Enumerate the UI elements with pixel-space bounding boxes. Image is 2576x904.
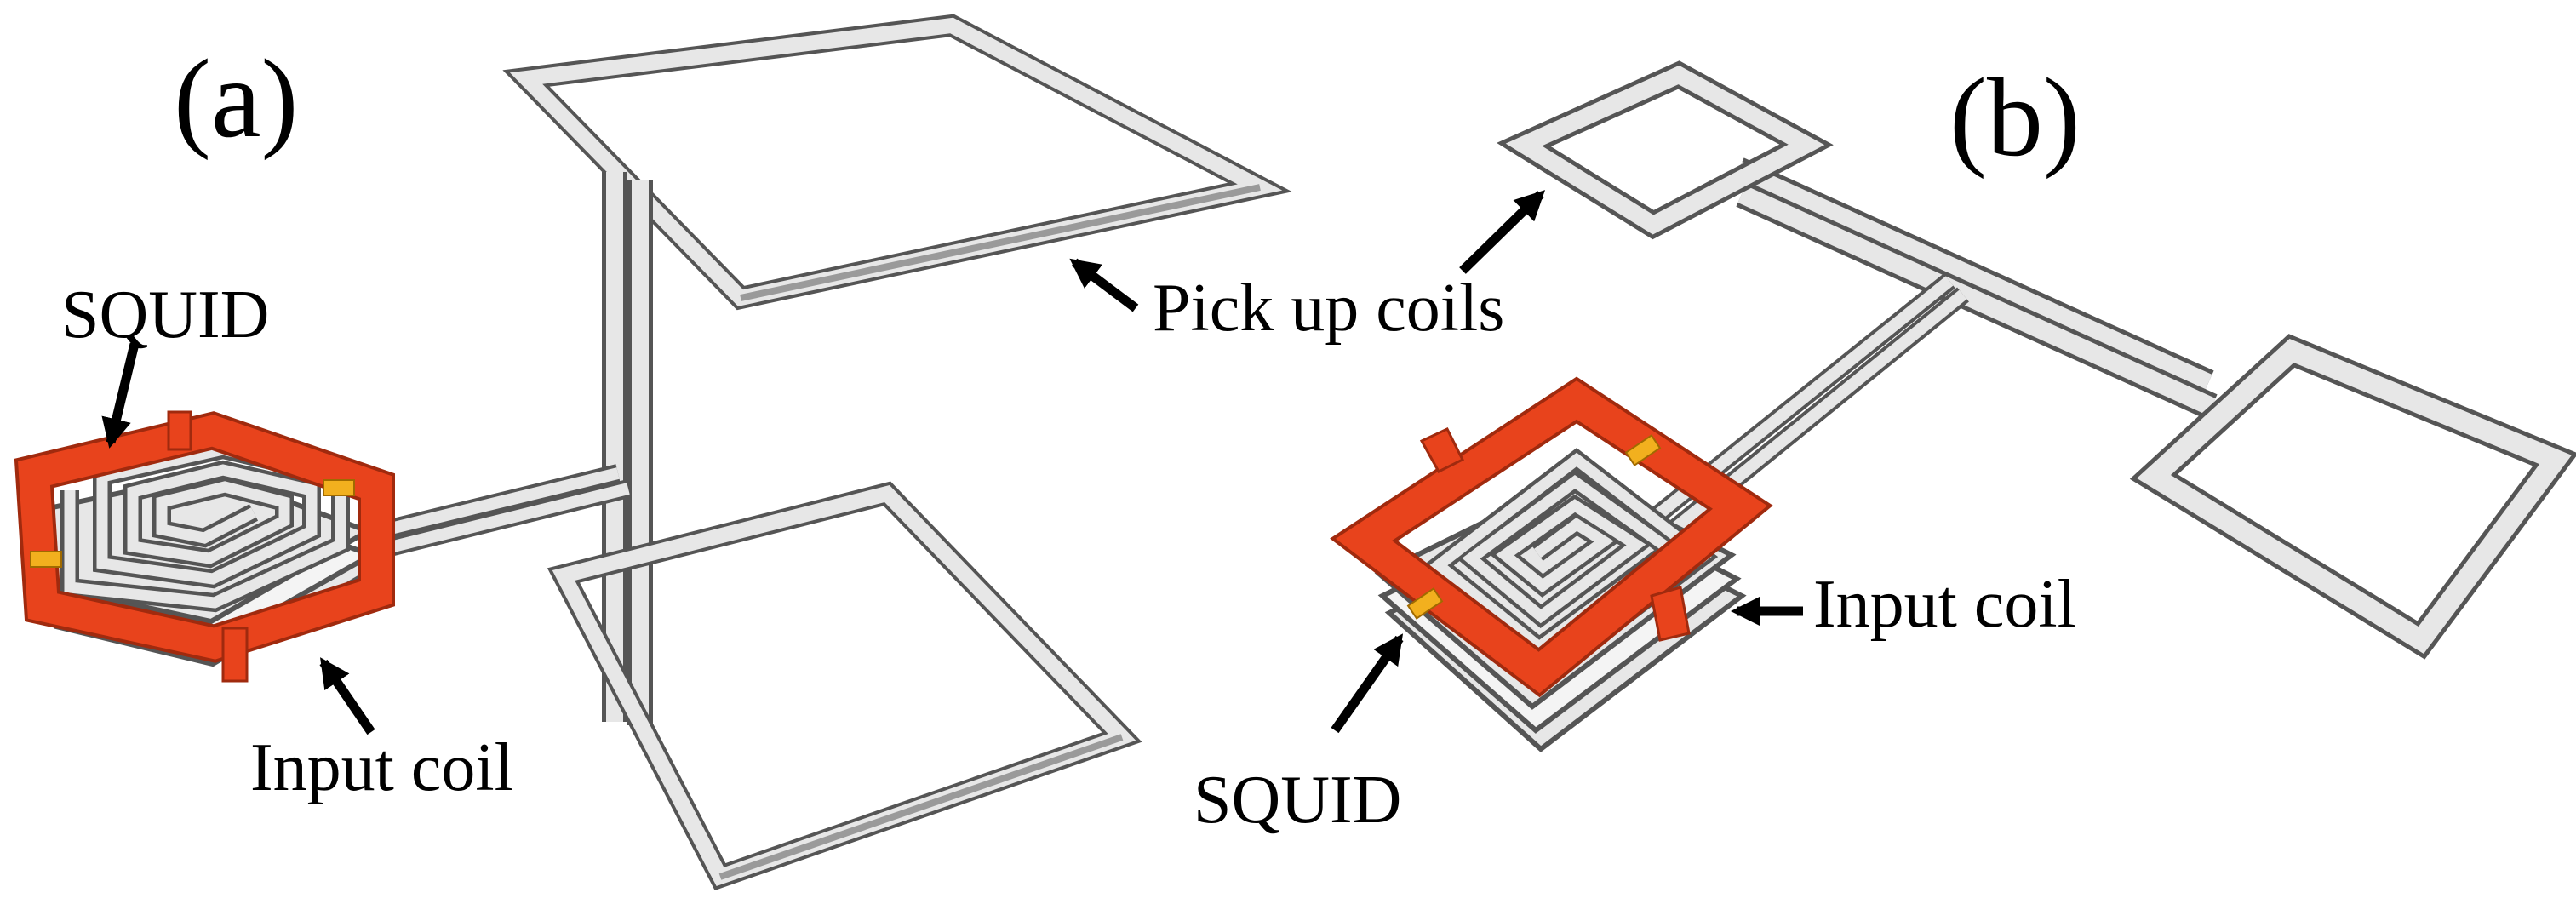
gradiometer-trunk-b	[1732, 157, 2218, 420]
pickup-coils-label: Pick up coils	[1153, 271, 1505, 346]
pickup-coil-top-a	[502, 14, 1292, 311]
panel-b-label: (b)	[1949, 54, 2081, 180]
input-coil-spiral-b	[1400, 448, 1719, 693]
squid-washer-b	[1330, 376, 1773, 698]
arrows-a	[101, 258, 1139, 735]
connector-vertical-a	[602, 172, 653, 725]
leads-a	[370, 464, 631, 559]
squid-label-b: SQUID	[1194, 763, 1402, 838]
input-coil-label-b: Input coil	[1813, 567, 2076, 642]
input-coil-spiral-a	[60, 439, 350, 613]
squid-label-a: SQUID	[61, 277, 270, 352]
panel-a	[14, 14, 1292, 890]
arrow-pickup-b	[1459, 190, 1546, 274]
pickup-coil-bottom-a	[547, 481, 1142, 890]
arrows-b	[1331, 190, 1803, 734]
panel-a-label: (a)	[174, 36, 299, 161]
arrow-pickup-a	[1069, 258, 1139, 312]
pickup-coil-right-b	[2129, 334, 2576, 660]
input-coil-label-a: Input coil	[250, 730, 513, 805]
arrow-squid-a	[101, 342, 140, 449]
arrow-input-a	[319, 657, 375, 735]
panel-b	[1330, 60, 2576, 752]
pickup-coil-left-b	[1497, 60, 1834, 240]
arrow-squid-b	[1331, 633, 1404, 734]
squid-washer-a	[14, 410, 395, 683]
